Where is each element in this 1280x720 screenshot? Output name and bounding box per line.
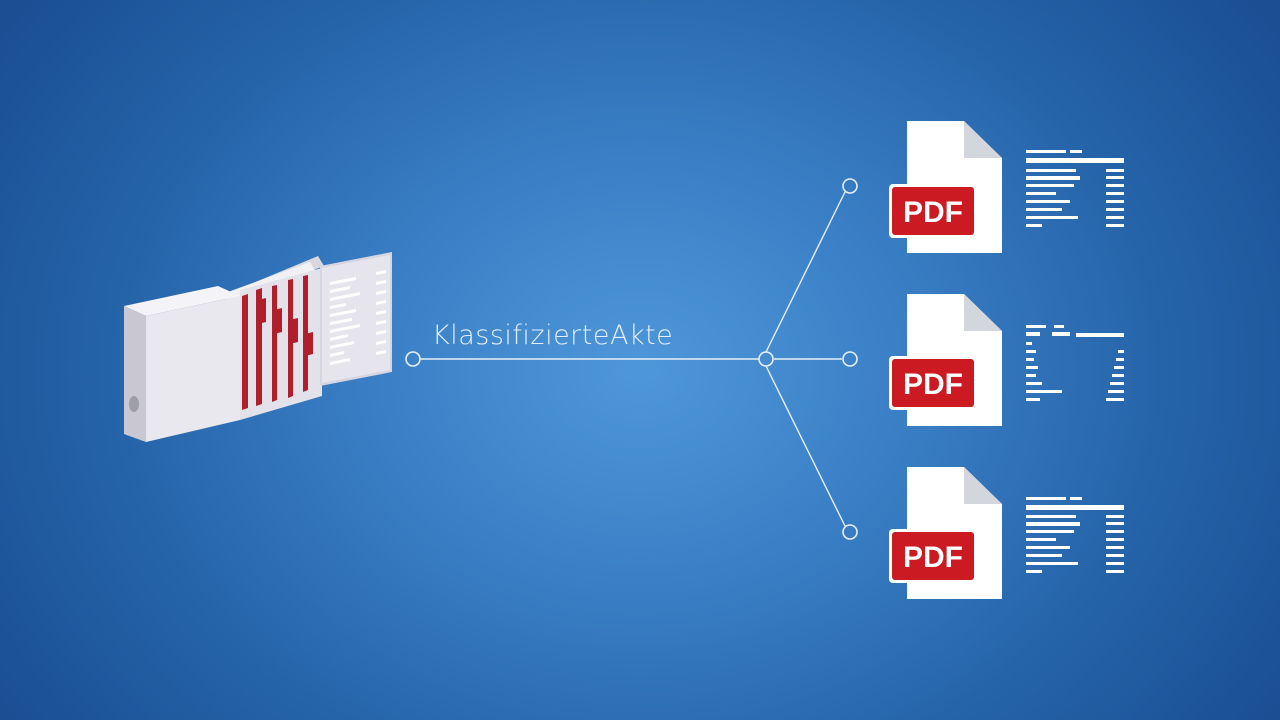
pdf-document-2: PDF <box>889 294 1124 426</box>
target-node-top <box>842 178 858 194</box>
target-node-middle <box>842 351 858 367</box>
pdf-badge-label: PDF <box>903 541 963 574</box>
pdf-badge <box>892 359 974 407</box>
pdf-badge <box>892 532 974 580</box>
pdf-document-3: PDF <box>889 467 1124 599</box>
pdf-badge-label: PDF <box>903 196 963 229</box>
branch-line-top <box>765 191 846 353</box>
source-label: KlassifizierteAkte <box>432 320 674 351</box>
pdf-document-1: PDF <box>889 121 1124 253</box>
target-node-bottom <box>842 524 858 540</box>
binder-file-icon <box>124 252 392 442</box>
pdf-badge <box>892 187 974 235</box>
source-node <box>405 351 421 367</box>
document-text-lines <box>1026 150 1124 227</box>
branch-node <box>758 351 774 367</box>
connector-nodes <box>405 178 858 540</box>
document-text-lines <box>1026 497 1124 573</box>
branch-line-bottom <box>765 365 846 527</box>
pdf-badge-label: PDF <box>903 368 963 401</box>
connector-lines <box>420 191 846 527</box>
document-text-lines <box>1026 325 1124 401</box>
